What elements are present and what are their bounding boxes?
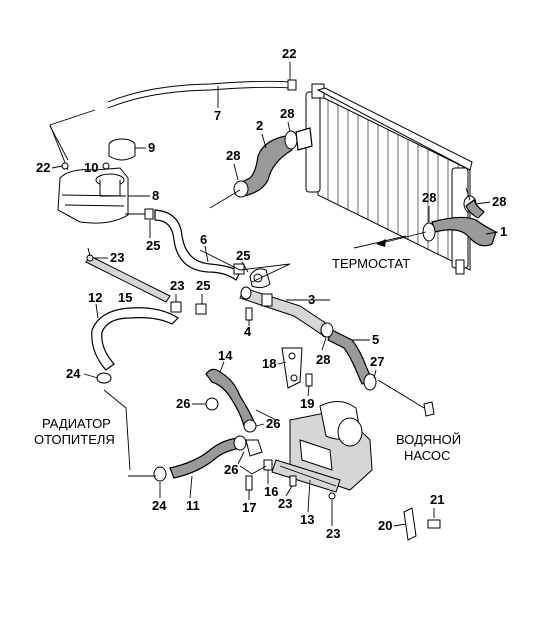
callout-18: 18 <box>262 356 276 371</box>
callout-19: 19 <box>300 396 314 411</box>
callout-22b: 22 <box>36 160 50 175</box>
callout-7: 7 <box>214 108 221 123</box>
bracket-20 <box>403 507 417 541</box>
callout-2: 2 <box>256 118 263 133</box>
callout-28a: 28 <box>280 106 294 121</box>
callout-24a: 24 <box>66 366 81 381</box>
expansion-tank <box>57 167 129 224</box>
callout-23d: 23 <box>326 526 340 541</box>
callout-15: 15 <box>118 290 132 305</box>
callout-12: 12 <box>88 290 102 305</box>
callout-17: 17 <box>242 500 256 515</box>
callout-28e: 28 <box>316 352 330 367</box>
callout-9: 9 <box>148 140 155 155</box>
label-heater-radiator-1: РАДИАТОР <box>42 416 111 431</box>
callout-26a: 26 <box>176 396 190 411</box>
hose-6 <box>154 209 241 281</box>
callout-8: 8 <box>152 188 159 203</box>
water-pump-gasket <box>423 401 435 417</box>
callout-21: 21 <box>430 492 444 507</box>
overflow-hose-7 <box>107 80 291 103</box>
callout-28b: 28 <box>226 148 240 163</box>
callout-26c: 26 <box>224 462 238 477</box>
callout-23c: 23 <box>278 496 292 511</box>
tank-cap <box>108 138 136 161</box>
callout-22a: 22 <box>282 46 296 61</box>
callout-4: 4 <box>244 324 252 339</box>
callout-23b: 23 <box>170 278 184 293</box>
callout-25a: 25 <box>146 238 160 253</box>
callout-10: 10 <box>84 160 98 175</box>
hose-14 <box>205 368 255 427</box>
callout-1: 1 <box>500 224 507 239</box>
callout-20: 20 <box>378 518 392 533</box>
hose-5 <box>327 329 373 385</box>
callout-16: 16 <box>264 484 278 499</box>
callout-27: 27 <box>370 354 384 369</box>
callout-14: 14 <box>218 348 233 363</box>
callout-6: 6 <box>200 232 207 247</box>
callout-13: 13 <box>300 512 314 527</box>
label-water-pump-2: НАСОС <box>404 448 450 463</box>
callout-25b: 25 <box>236 248 250 263</box>
callout-5: 5 <box>372 332 379 347</box>
pipe-13 <box>271 459 341 493</box>
label-thermostat: ТЕРМОСТАТ <box>332 256 410 271</box>
callout-26b: 26 <box>266 416 280 431</box>
callout-3: 3 <box>308 292 315 307</box>
callout-28d: 28 <box>492 194 506 209</box>
coolant-pipe-3 <box>239 286 332 338</box>
label-heater-radiator-2: ОТОПИТЕЛЯ <box>34 432 115 447</box>
label-water-pump-1: ВОДЯНОЙ <box>396 432 461 447</box>
callout-28c: 28 <box>422 190 436 205</box>
radiator <box>305 83 473 275</box>
callout-11: 11 <box>186 498 200 513</box>
callout-25c: 25 <box>196 278 210 293</box>
callout-24b: 24 <box>152 498 167 513</box>
hose-12 <box>91 307 179 371</box>
callout-23a: 23 <box>110 250 124 265</box>
